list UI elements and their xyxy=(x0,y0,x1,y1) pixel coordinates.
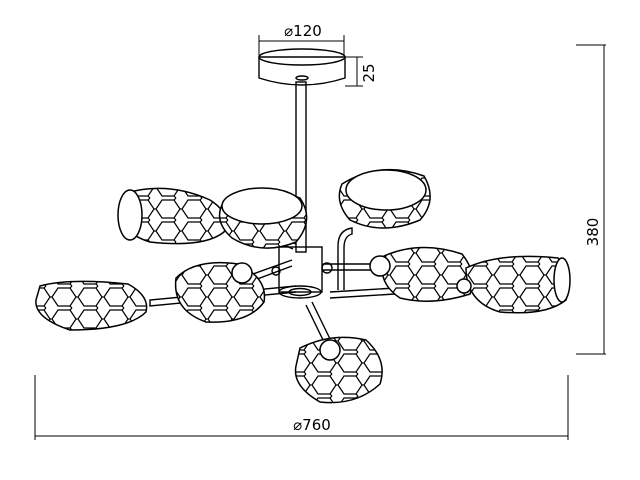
glass-shade-upper-left xyxy=(117,187,227,245)
canopy-diameter-dimension: ⌀120 xyxy=(258,22,345,56)
canopy-height-dimension: 25 xyxy=(345,56,378,87)
total-diameter-dimension: ⌀760 xyxy=(34,375,569,440)
glass-shade-far-left xyxy=(35,280,148,331)
canopy-height-label: 25 xyxy=(360,63,378,82)
glass-shade-far-right xyxy=(456,255,571,314)
total-diameter-label: ⌀760 xyxy=(293,416,331,434)
canopy-diameter-label: ⌀120 xyxy=(284,22,322,40)
glass-shade-mid-right xyxy=(369,246,474,302)
glass-shade-bottom xyxy=(294,336,383,404)
glass-shade-upper-center xyxy=(218,187,308,249)
total-height-dimension: 380 xyxy=(576,44,606,355)
glass-shade-mid-left xyxy=(174,261,266,323)
center-stem xyxy=(295,81,307,253)
glass-shade-upper-right xyxy=(338,168,431,229)
total-height-label: 380 xyxy=(584,218,602,247)
ceiling-canopy xyxy=(258,48,346,86)
center-hub xyxy=(271,246,333,299)
